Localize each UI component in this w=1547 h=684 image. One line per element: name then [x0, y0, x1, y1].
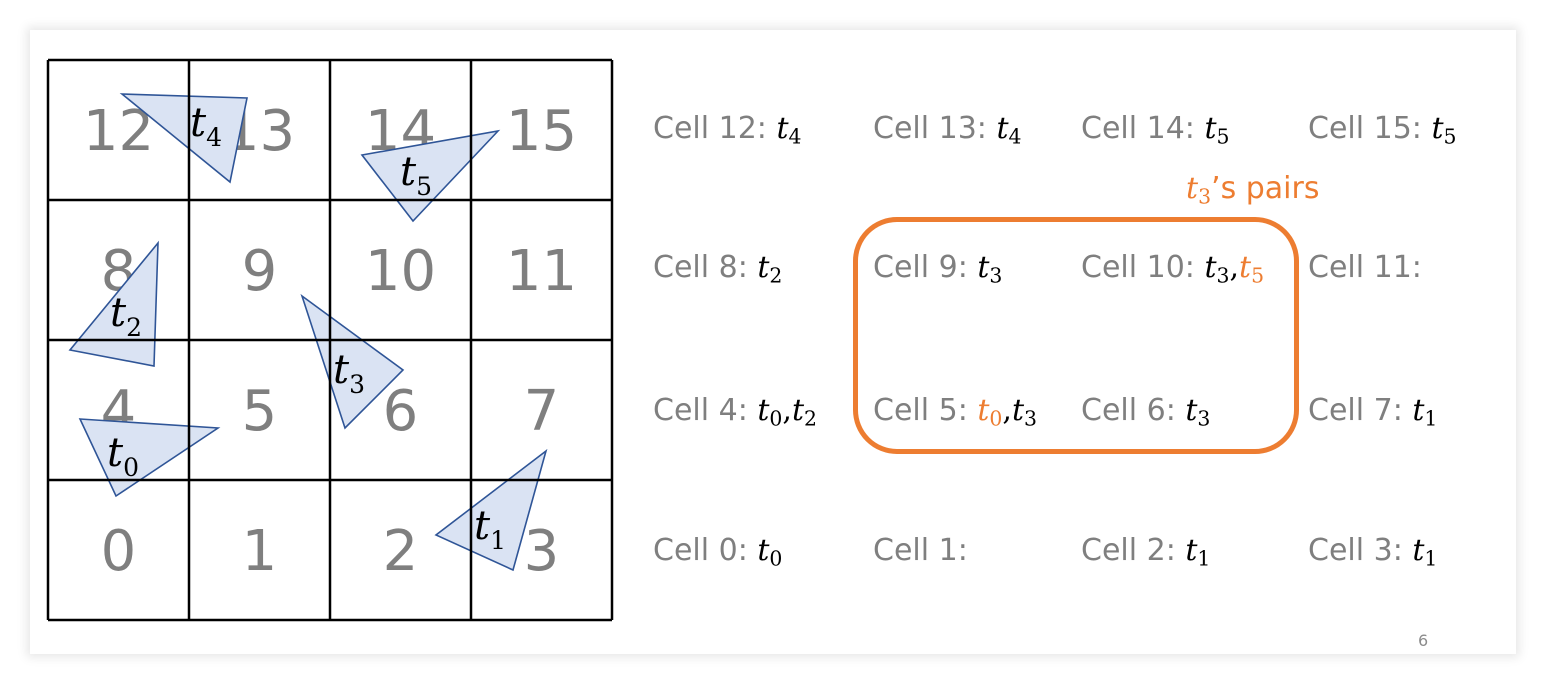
triangle-ref: t0	[757, 393, 783, 431]
triangle-ref: t1	[1185, 533, 1211, 571]
grid-cell-number: 1	[242, 519, 278, 584]
grid-cell-number: 5	[242, 379, 278, 444]
cell-entry-label: Cell 4:	[653, 393, 758, 428]
triangle-t5	[360, 129, 501, 223]
cell-entry: Cell 4: t0,t2	[653, 396, 817, 429]
cell-entry-label: Cell 2:	[1081, 533, 1186, 568]
triangle-ref: t3	[1204, 250, 1230, 288]
triangle-ref: t3	[977, 250, 1003, 288]
triangle-ref: t4	[776, 111, 802, 149]
cell-entry: Cell 8: t2	[653, 253, 782, 286]
triangle-label-t1: t1	[474, 503, 506, 555]
triangle-t2	[68, 240, 159, 367]
pairs-label-symbol: t3	[1186, 171, 1212, 209]
triangle-ref: t1	[1412, 393, 1438, 431]
cell-entry: Cell 3: t1	[1308, 536, 1437, 569]
triangle-ref: t2	[757, 250, 783, 288]
list-separator: ,	[1229, 250, 1240, 285]
cell-entry-label: Cell 12:	[653, 111, 777, 146]
triangle-ref: t2	[791, 393, 817, 431]
cell-entry: Cell 10: t3,t5	[1081, 253, 1264, 286]
cell-entry-label: Cell 14:	[1081, 111, 1205, 146]
cell-entry-label: Cell 1:	[873, 533, 968, 568]
cell-entry: Cell 2: t1	[1081, 536, 1210, 569]
triangle-ref: t0	[757, 533, 783, 571]
grid-cell-number: 9	[242, 239, 278, 304]
triangle-ref: t0	[977, 393, 1003, 431]
cell-entry: Cell 13: t4	[873, 114, 1021, 147]
t3-pairs-highlight-box	[853, 217, 1299, 454]
cell-entry: Cell 14: t5	[1081, 114, 1229, 147]
cell-entry-label: Cell 15:	[1308, 111, 1432, 146]
triangle-label-t2: t2	[110, 290, 142, 342]
cell-entry-label: Cell 8:	[653, 250, 758, 285]
triangle-t4	[119, 93, 248, 184]
cell-entry: Cell 7: t1	[1308, 396, 1437, 429]
cell-entry: Cell 6: t3	[1081, 396, 1210, 429]
list-separator: ,	[1002, 393, 1012, 428]
pairs-label-suffix: ’s pairs	[1211, 171, 1320, 206]
page-number: 6	[1418, 631, 1429, 650]
triangle-ref: t1	[1412, 533, 1438, 571]
grid-cell-number: 11	[506, 239, 577, 304]
grid-cell-number: 0	[101, 519, 137, 584]
grid-cell-number: 15	[506, 99, 577, 164]
slide	[30, 30, 1516, 654]
triangle-label-t4: t4	[190, 100, 222, 152]
t3-pairs-label: t3’s pairs	[1186, 174, 1319, 207]
triangle-ref: t3	[1011, 393, 1037, 431]
grid-cell-number: 7	[524, 379, 560, 444]
cell-entry: Cell 11:	[1308, 253, 1422, 283]
cell-entry-label: Cell 3:	[1308, 533, 1413, 568]
grid-cell-number: 10	[365, 239, 436, 304]
cell-entry-label: Cell 6:	[1081, 393, 1186, 428]
grid-cell-number: 2	[383, 519, 419, 584]
cell-entry: Cell 12: t4	[653, 114, 801, 147]
triangle-label-t0: t0	[107, 430, 139, 482]
grid-cell-number: 6	[383, 379, 419, 444]
cell-entry: Cell 15: t5	[1308, 114, 1456, 147]
triangle-ref: t5	[1431, 111, 1457, 149]
triangle-ref: t5	[1239, 250, 1265, 288]
cell-entry-label: Cell 10:	[1081, 250, 1205, 285]
cell-entry-label: Cell 7:	[1308, 393, 1413, 428]
cell-entry-label: Cell 0:	[653, 533, 758, 568]
triangle-ref: t4	[996, 111, 1022, 149]
triangle-ref: t3	[1185, 393, 1211, 431]
grid-cell-number: 3	[524, 519, 560, 584]
cell-entry: Cell 1:	[873, 536, 968, 566]
triangle-ref: t5	[1204, 111, 1230, 149]
cell-entry: Cell 0: t0	[653, 536, 782, 569]
cell-entry-label: Cell 13:	[873, 111, 997, 146]
triangle-label-t3: t3	[333, 347, 365, 399]
cell-entry-label: Cell 11:	[1308, 250, 1422, 285]
list-separator: ,	[782, 393, 792, 428]
triangle-t3	[300, 293, 405, 430]
triangle-t0	[78, 418, 221, 498]
triangle-label-t5: t5	[400, 149, 432, 201]
